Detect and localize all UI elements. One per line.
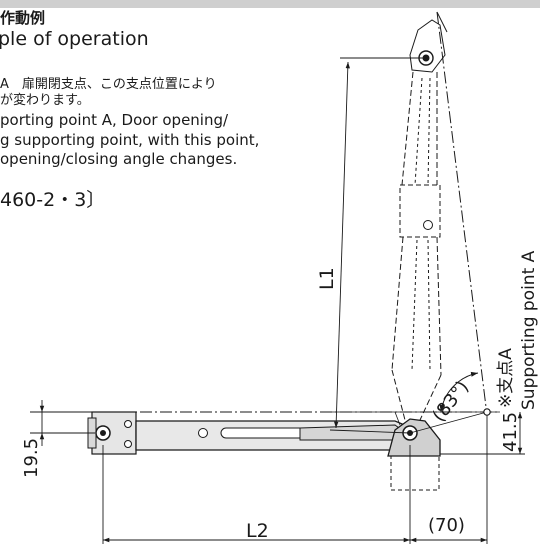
reference-lines <box>40 11 500 434</box>
note-jp-line-2: が変わります。 <box>0 93 90 108</box>
dim-label-l2: L2 <box>246 520 269 542</box>
note-en-line-2: g supporting point, with this point, <box>0 131 260 149</box>
support-label-jp: ※支点A <box>496 348 516 408</box>
dimension-19-5 <box>30 400 95 446</box>
dim-label-41-5: 41.5 <box>500 412 521 452</box>
dimension-l2 <box>102 415 488 544</box>
note-en-line-1: porting point A, Door opening/ <box>0 111 229 129</box>
header-rule <box>0 0 540 8</box>
support-label-en: Supporting point A <box>519 250 539 410</box>
stay-arm-open <box>391 19 446 421</box>
dimension-l1 <box>329 57 426 434</box>
note-jp-line-1: A 扉開閉支点、この支点位置により <box>0 77 217 92</box>
note-en-line-3: opening/closing angle changes. <box>0 150 238 168</box>
dim-label-angle: (83°) <box>428 377 473 426</box>
support-point-a-marker <box>483 408 491 416</box>
dim-label-l1: L1 <box>316 267 338 290</box>
section-title-en: ple of operation <box>0 28 149 50</box>
dimension-41-5 <box>440 412 525 455</box>
angle-arc <box>439 371 479 413</box>
section-title-jp: 作動例 <box>0 9 46 27</box>
dim-label-70: (70) <box>428 515 465 536</box>
stay-arm-closed <box>87 411 441 491</box>
dim-label-19-5: 19.5 <box>21 438 42 478</box>
model-reference: 460-2・3〕 <box>0 189 106 211</box>
